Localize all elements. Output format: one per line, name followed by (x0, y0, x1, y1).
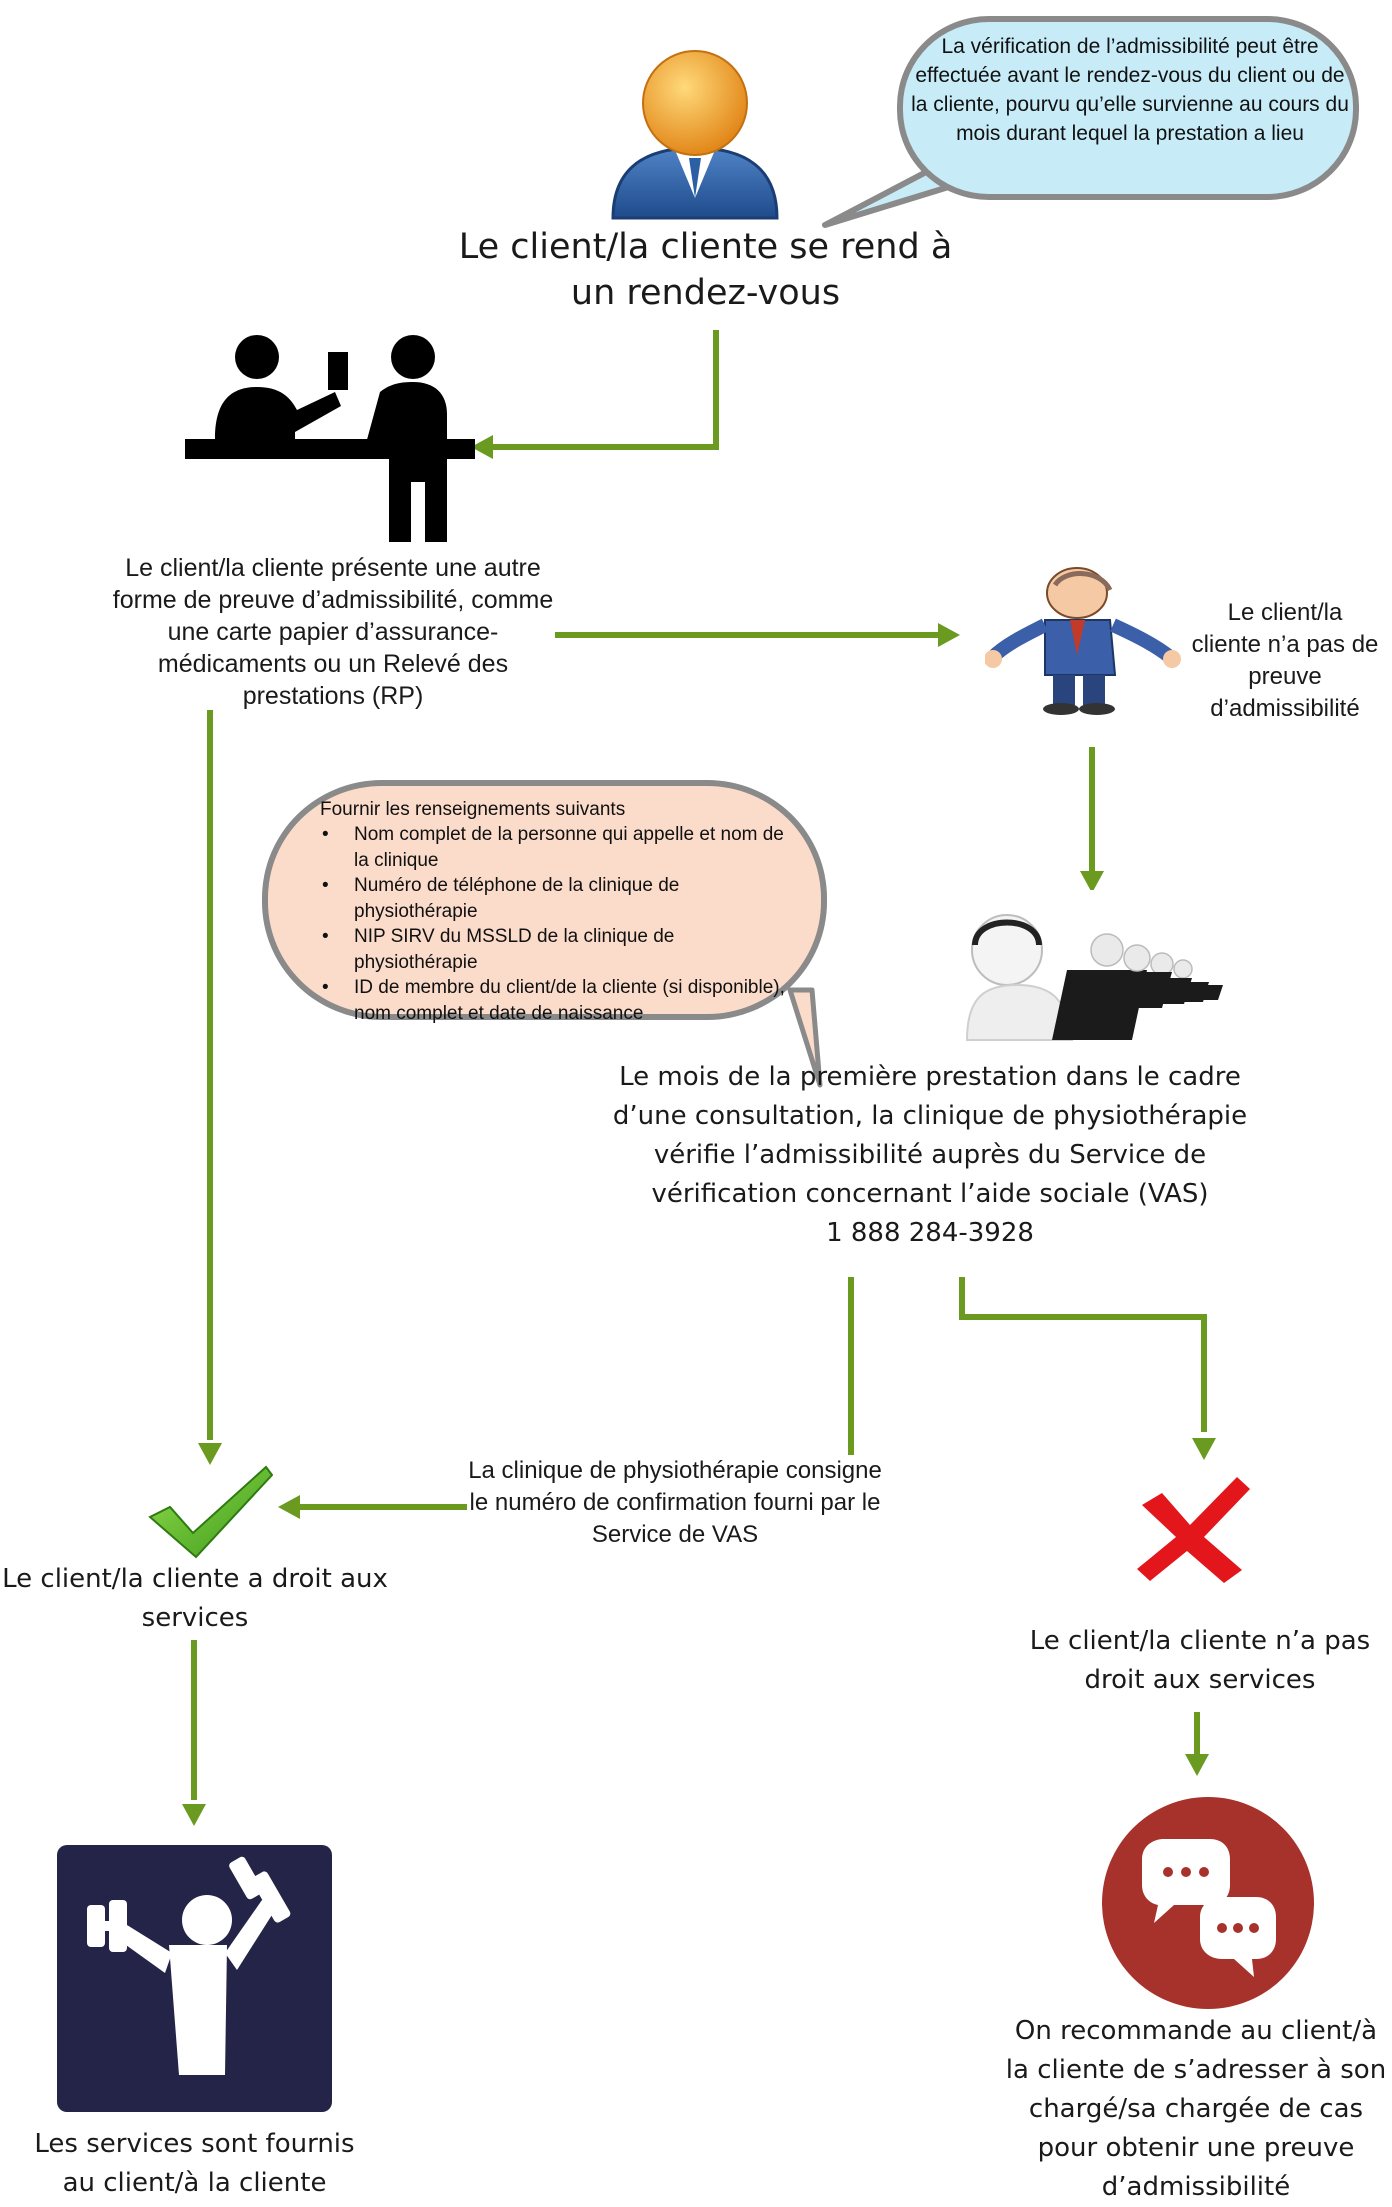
list-item: Nom complet de la personne qui appelle e… (320, 822, 800, 873)
cross-icon (1137, 1477, 1250, 1583)
start-label: Le client/la cliente se rend à un rendez… (458, 227, 953, 313)
verification-line-1: Le mois de la première prestation dans l… (619, 1062, 1241, 1092)
eligible-label: Le client/la cliente a droit aux service… (2, 1564, 388, 1633)
user-icon (611, 50, 779, 220)
verification-line-4: vérification concernant l’aide sociale (… (651, 1179, 1209, 1209)
info-note-title: Fournir les renseignements suivants (320, 799, 626, 820)
arrow-start-to-desk (490, 330, 719, 450)
verification-line-2: d’une consultation, la clinique de physi… (612, 1101, 1248, 1131)
arrow-verification-to-noteligible (959, 1277, 1207, 1432)
note-timing-text: La vérification de l’admissibilité peut … (911, 35, 1349, 145)
fitness-icon (57, 1845, 332, 2112)
verification-line-3: vérifie l’admissibilité auprès du Servic… (653, 1140, 1207, 1170)
services-label: Les services sont fournis au client/à la… (34, 2129, 355, 2198)
confirmation-label: La clinique de physiothérapie consigne l… (468, 1457, 882, 1548)
info-note-list: Nom complet de la personne qui appelle e… (320, 822, 800, 1026)
list-item: ID de membre du client/de la cliente (si… (320, 975, 800, 1026)
no-proof-label: Le client/la cliente n’a pas de preuve d… (1191, 599, 1379, 722)
list-item: NIP SIRV du MSSLD de la clinique de phys… (320, 924, 800, 975)
call-center-icon (957, 890, 1232, 1052)
note-timing-bubble (897, 16, 1359, 200)
verification-phone: 1 888 284-3928 (826, 1218, 1034, 1248)
list-item: Numéro de téléphone de la clinique de ph… (320, 873, 800, 924)
chat-bubbles-icon (1102, 1797, 1314, 2009)
checkmark-icon (148, 1465, 273, 1559)
confused-man-icon (985, 567, 1181, 715)
alt-proof-label: Le client/la cliente présente une autre … (112, 554, 554, 710)
verification-text: Le mois de la première prestation dans l… (590, 1058, 1270, 1253)
recommendation-label: On recommande au client/à la cliente de … (1005, 2016, 1387, 2202)
not-eligible-label: Le client/la cliente n’a pas droit aux s… (1029, 1626, 1371, 1695)
reception-desk-icon (185, 335, 475, 542)
